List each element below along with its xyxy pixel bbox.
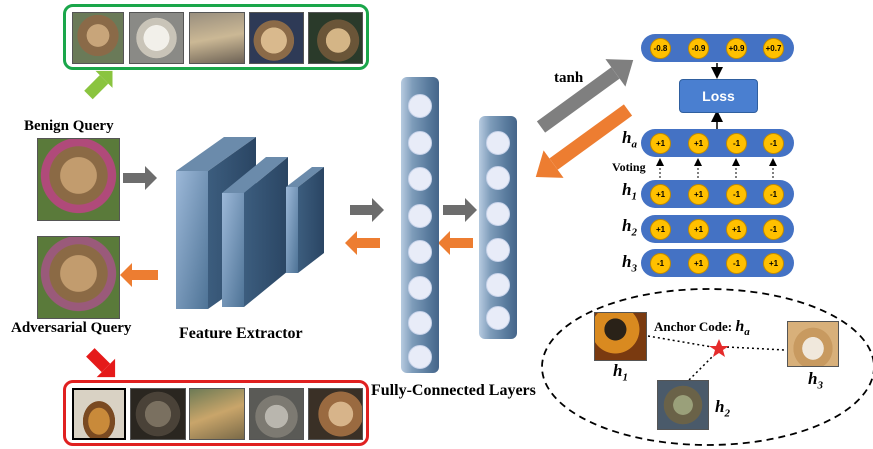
- adversarial-query-label: Adversarial Query: [11, 320, 132, 336]
- output-value: +0.7: [763, 38, 784, 59]
- fc-layer-2: [479, 116, 517, 339]
- anchor-code-bit: -1: [726, 133, 747, 154]
- h2-code-bit: +1: [726, 219, 747, 240]
- benign-result-image-1: [72, 12, 124, 64]
- adversarial-result-arrow: [86, 348, 116, 378]
- fc2-node: [486, 131, 510, 155]
- h2-code-label: h2: [622, 216, 637, 239]
- fc1-node: [408, 94, 432, 118]
- forward-arrow-fc: [443, 198, 477, 222]
- hamming-space-ellipse: [541, 288, 873, 446]
- anchor-code-bit: +1: [650, 133, 671, 154]
- anchor-code-bit: -1: [763, 133, 784, 154]
- fc1-node: [408, 131, 432, 155]
- output-value: -0.8: [650, 38, 671, 59]
- anchor-code-bar: +1 +1 -1 -1: [641, 129, 794, 157]
- fc2-node: [486, 306, 510, 330]
- anchor-code-label: ha: [622, 128, 637, 151]
- h3-code-bit: +1: [688, 253, 709, 274]
- benign-result-image-4: [249, 12, 304, 64]
- anchor-point-label-3: h3: [808, 369, 823, 392]
- loss-backprop-arrow: [535, 104, 633, 178]
- h1-code-bit: -1: [726, 184, 747, 205]
- h3-code-bit: -1: [726, 253, 747, 274]
- h2-code-bit: -1: [763, 219, 784, 240]
- adversarial-results-box: [63, 380, 369, 446]
- fc1-node: [408, 276, 432, 300]
- h3-code-label: h3: [622, 252, 637, 275]
- adversarial-result-image-5: [308, 388, 363, 440]
- adversarial-result-image-4: [249, 388, 304, 440]
- feature-extractor-label: Feature Extractor: [179, 325, 303, 342]
- forward-arrow-features: [350, 198, 384, 222]
- adversarial-query-image: [37, 236, 120, 319]
- anchor-point-label-1: h1: [613, 361, 628, 384]
- anchor-code-title: Anchor Code: ha: [654, 318, 750, 339]
- h1-code-bit: +1: [688, 184, 709, 205]
- output-value: -0.9: [688, 38, 709, 59]
- backward-arrow-fc: [438, 231, 473, 255]
- backward-arrow-input: [120, 263, 158, 287]
- output-value: +0.9: [726, 38, 747, 59]
- loss-box: Loss: [679, 79, 758, 113]
- h2-code-bit: +1: [688, 219, 709, 240]
- benign-result-image-3: [189, 12, 245, 64]
- fc1-node: [408, 204, 432, 228]
- h2-code-bar: +1 +1 +1 -1: [641, 215, 794, 243]
- anchor-point-image-1: [594, 312, 647, 361]
- tanh-label: tanh: [554, 70, 584, 86]
- adversarial-result-image-2: [130, 388, 186, 440]
- h2-code-bit: +1: [650, 219, 671, 240]
- fc-layers-label: Fully-Connected Layers: [371, 382, 536, 399]
- fc1-node: [408, 240, 432, 264]
- benign-results-box: [63, 4, 369, 70]
- adversarial-result-image-1: [72, 388, 126, 440]
- benign-query-label: Benign Query: [24, 118, 114, 134]
- fc2-node: [486, 238, 510, 262]
- benign-query-image: [37, 138, 120, 221]
- fc1-node: [408, 345, 432, 369]
- voting-label: Voting: [612, 160, 646, 174]
- backward-arrow-features: [345, 231, 380, 255]
- h3-code-bit: +1: [763, 253, 784, 274]
- benign-result-image-2: [129, 12, 184, 64]
- anchor-point-image-2: [657, 380, 709, 430]
- anchor-code-bit: +1: [688, 133, 709, 154]
- fc2-node: [486, 166, 510, 190]
- h1-code-bit: -1: [763, 184, 784, 205]
- tanh-arrow: [536, 59, 634, 133]
- fc-layer-1: [401, 77, 439, 373]
- forward-arrow-input: [123, 166, 157, 190]
- anchor-star-icon: [709, 339, 729, 357]
- fc1-node: [408, 167, 432, 191]
- h1-code-bar: +1 +1 -1 -1: [641, 180, 794, 208]
- feature-extractor-blocks: [176, 137, 324, 309]
- output-code-bar: -0.8 -0.9 +0.9 +0.7: [641, 34, 794, 62]
- voting-arrows: [656, 158, 777, 178]
- anchor-connectors: [647, 335, 786, 388]
- adversarial-result-image-3: [189, 388, 245, 440]
- h3-code-bit: -1: [650, 253, 671, 274]
- fc1-node: [408, 311, 432, 335]
- benign-result-arrow: [84, 70, 113, 100]
- anchor-point-label-2: h2: [715, 397, 730, 420]
- h1-code-bit: +1: [650, 184, 671, 205]
- benign-result-image-5: [308, 12, 363, 64]
- anchor-point-image-3: [787, 321, 839, 367]
- h1-code-label: h1: [622, 180, 637, 203]
- h3-code-bar: -1 +1 -1 +1: [641, 249, 794, 277]
- fc2-node: [486, 202, 510, 226]
- fc2-node: [486, 273, 510, 297]
